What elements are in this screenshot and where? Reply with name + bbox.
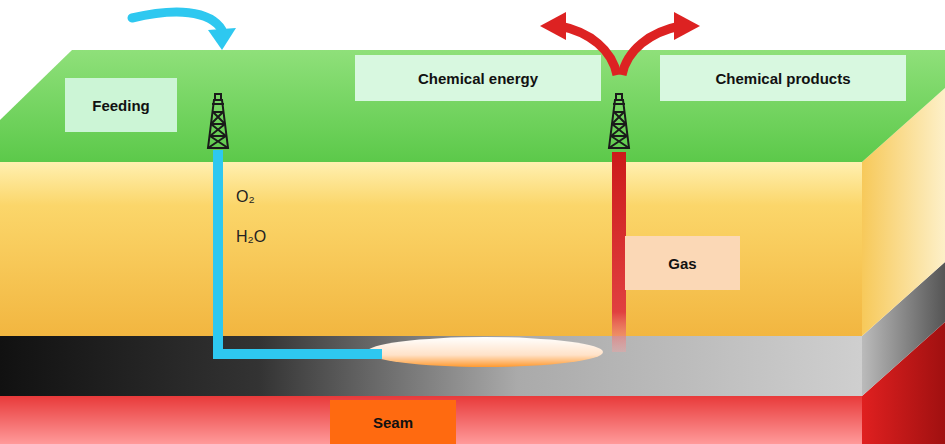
box-label: Feeding bbox=[92, 97, 150, 114]
gas-label-box: Gas bbox=[625, 236, 740, 290]
box-label: Seam bbox=[373, 414, 413, 431]
box-label: Gas bbox=[668, 255, 696, 272]
chemical-formula: H₂O bbox=[236, 228, 266, 246]
box-label: Chemical energy bbox=[418, 70, 538, 87]
chemical-formula: O₂ bbox=[236, 188, 255, 206]
seam-label-box: Seam bbox=[330, 400, 456, 444]
products-label-box: Chemical products bbox=[660, 55, 906, 101]
box-label: Chemical products bbox=[715, 70, 850, 87]
feed-label-box: Feeding bbox=[65, 78, 177, 132]
energy-label-box: Chemical energy bbox=[355, 55, 601, 101]
